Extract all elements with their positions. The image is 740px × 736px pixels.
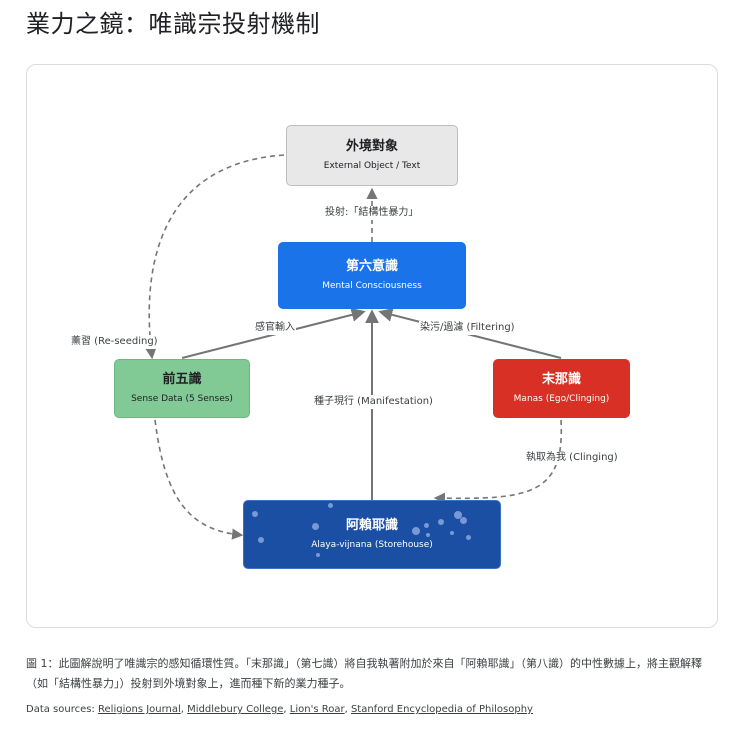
seed-dot <box>412 527 420 535</box>
node-subtitle: Sense Data (5 Senses) <box>131 394 233 404</box>
edge-clinging <box>433 419 563 504</box>
edge-label-reseeding: 薰習 (Re-seeding) <box>70 335 159 349</box>
node-sixth-consciousness: 第六意識 Mental Consciousness <box>278 242 466 309</box>
node-title: 阿賴耶識 <box>345 518 398 533</box>
source-link[interactable]: Middlebury College <box>187 704 284 715</box>
node-title: 末那識 <box>541 372 581 387</box>
source-link[interactable]: Lion's Roar <box>289 704 345 715</box>
edge-reseeding <box>145 154 285 360</box>
seed-dot <box>466 535 471 540</box>
edge-label-manifestation: 種子現行 (Manifestation) <box>313 395 434 409</box>
edge-five-to-alaya <box>154 419 244 540</box>
node-subtitle: Mental Consciousness <box>322 281 422 291</box>
seed-dot <box>424 523 429 528</box>
node-title: 第六意識 <box>345 259 398 274</box>
page-title: 業力之鏡：唯識宗投射機制 <box>26 10 320 38</box>
node-subtitle: External Object / Text <box>323 161 421 171</box>
node-title: 前五識 <box>162 372 202 387</box>
seed-dot <box>426 533 430 537</box>
seed-dot <box>316 553 320 557</box>
seed-dot <box>438 519 444 525</box>
edge-filtering <box>378 307 562 359</box>
node-subtitle: Manas (Ego/Clinging) <box>513 394 610 404</box>
edge-label-filtering: 染污/過濾 (Filtering) <box>419 321 516 335</box>
seed-dot <box>328 503 333 508</box>
seed-dot <box>460 517 467 524</box>
node-subtitle: Alaya-vijnana (Storehouse) <box>311 540 433 550</box>
node-five-senses: 前五識 Sense Data (5 Senses) <box>114 359 250 418</box>
figure-caption: 圖 1：此圖解說明了唯識宗的感知循環性質。「末那識」（第七識）將自我執著附加於來… <box>26 657 702 690</box>
node-external-object: 外境對象 External Object / Text <box>286 125 458 186</box>
data-sources: Data sources: Religions Journal, Middleb… <box>26 704 533 715</box>
source-link[interactable]: Religions Journal <box>98 704 181 715</box>
edge-sense-input <box>181 307 366 359</box>
seed-dot <box>258 537 264 543</box>
seed-dot <box>312 523 319 530</box>
source-link[interactable]: Stanford Encyclopedia of Philosophy <box>350 704 533 715</box>
node-manas: 末那識 Manas (Ego/Clinging) <box>493 359 630 418</box>
seed-dot <box>252 511 258 517</box>
sources-label: Data sources: <box>26 704 95 715</box>
node-title: 外境對象 <box>345 139 398 154</box>
edge-label-projection: 投射:「結構性暴力」 <box>324 206 420 220</box>
edge-label-clinging: 執取為我 (Clinging) <box>525 451 619 465</box>
seed-dot <box>454 511 462 519</box>
node-alaya-vijnana: 阿賴耶識 Alaya-vijnana (Storehouse) <box>243 500 501 569</box>
edge-label-sense-input: 感官輸入 <box>254 321 296 335</box>
seed-dot <box>450 531 454 535</box>
